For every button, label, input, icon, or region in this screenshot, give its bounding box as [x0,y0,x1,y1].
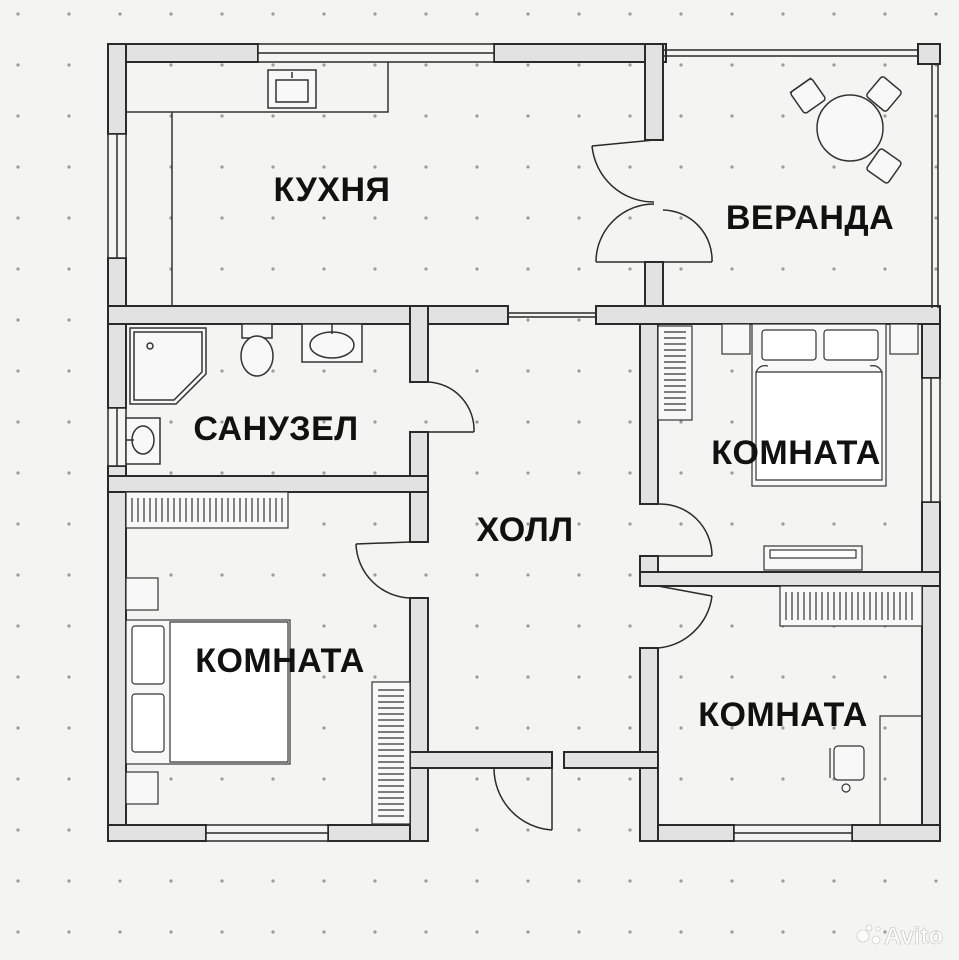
bedroom-right-top-furniture [657,323,919,571]
kitchen-counter [126,62,389,306]
room-label-room-right-bottom: КОМНАТА [698,696,868,734]
bedroom-left-furniture [125,491,411,825]
doors [355,139,713,831]
room-label-bedroom-left: КОМНАТА [195,642,365,680]
room-label-hall: ХОЛЛ [476,511,573,549]
watermark-text: Avito [884,923,943,950]
room-label-bathroom: САНУЗЕЛ [193,410,358,448]
toilet-bowl [240,335,274,377]
veranda-table-set [789,76,902,184]
room-label-bedroom-right-top: КОМНАТА [711,434,881,472]
room-label-veranda: ВЕРАНДА [726,199,894,237]
avito-watermark: Avito [856,923,943,950]
bathroom-fixtures [125,323,363,465]
room-right-bottom-furniture [779,585,923,825]
room-label-kitchen: КУХНЯ [274,171,391,209]
windows [107,43,941,842]
walls [107,43,941,842]
